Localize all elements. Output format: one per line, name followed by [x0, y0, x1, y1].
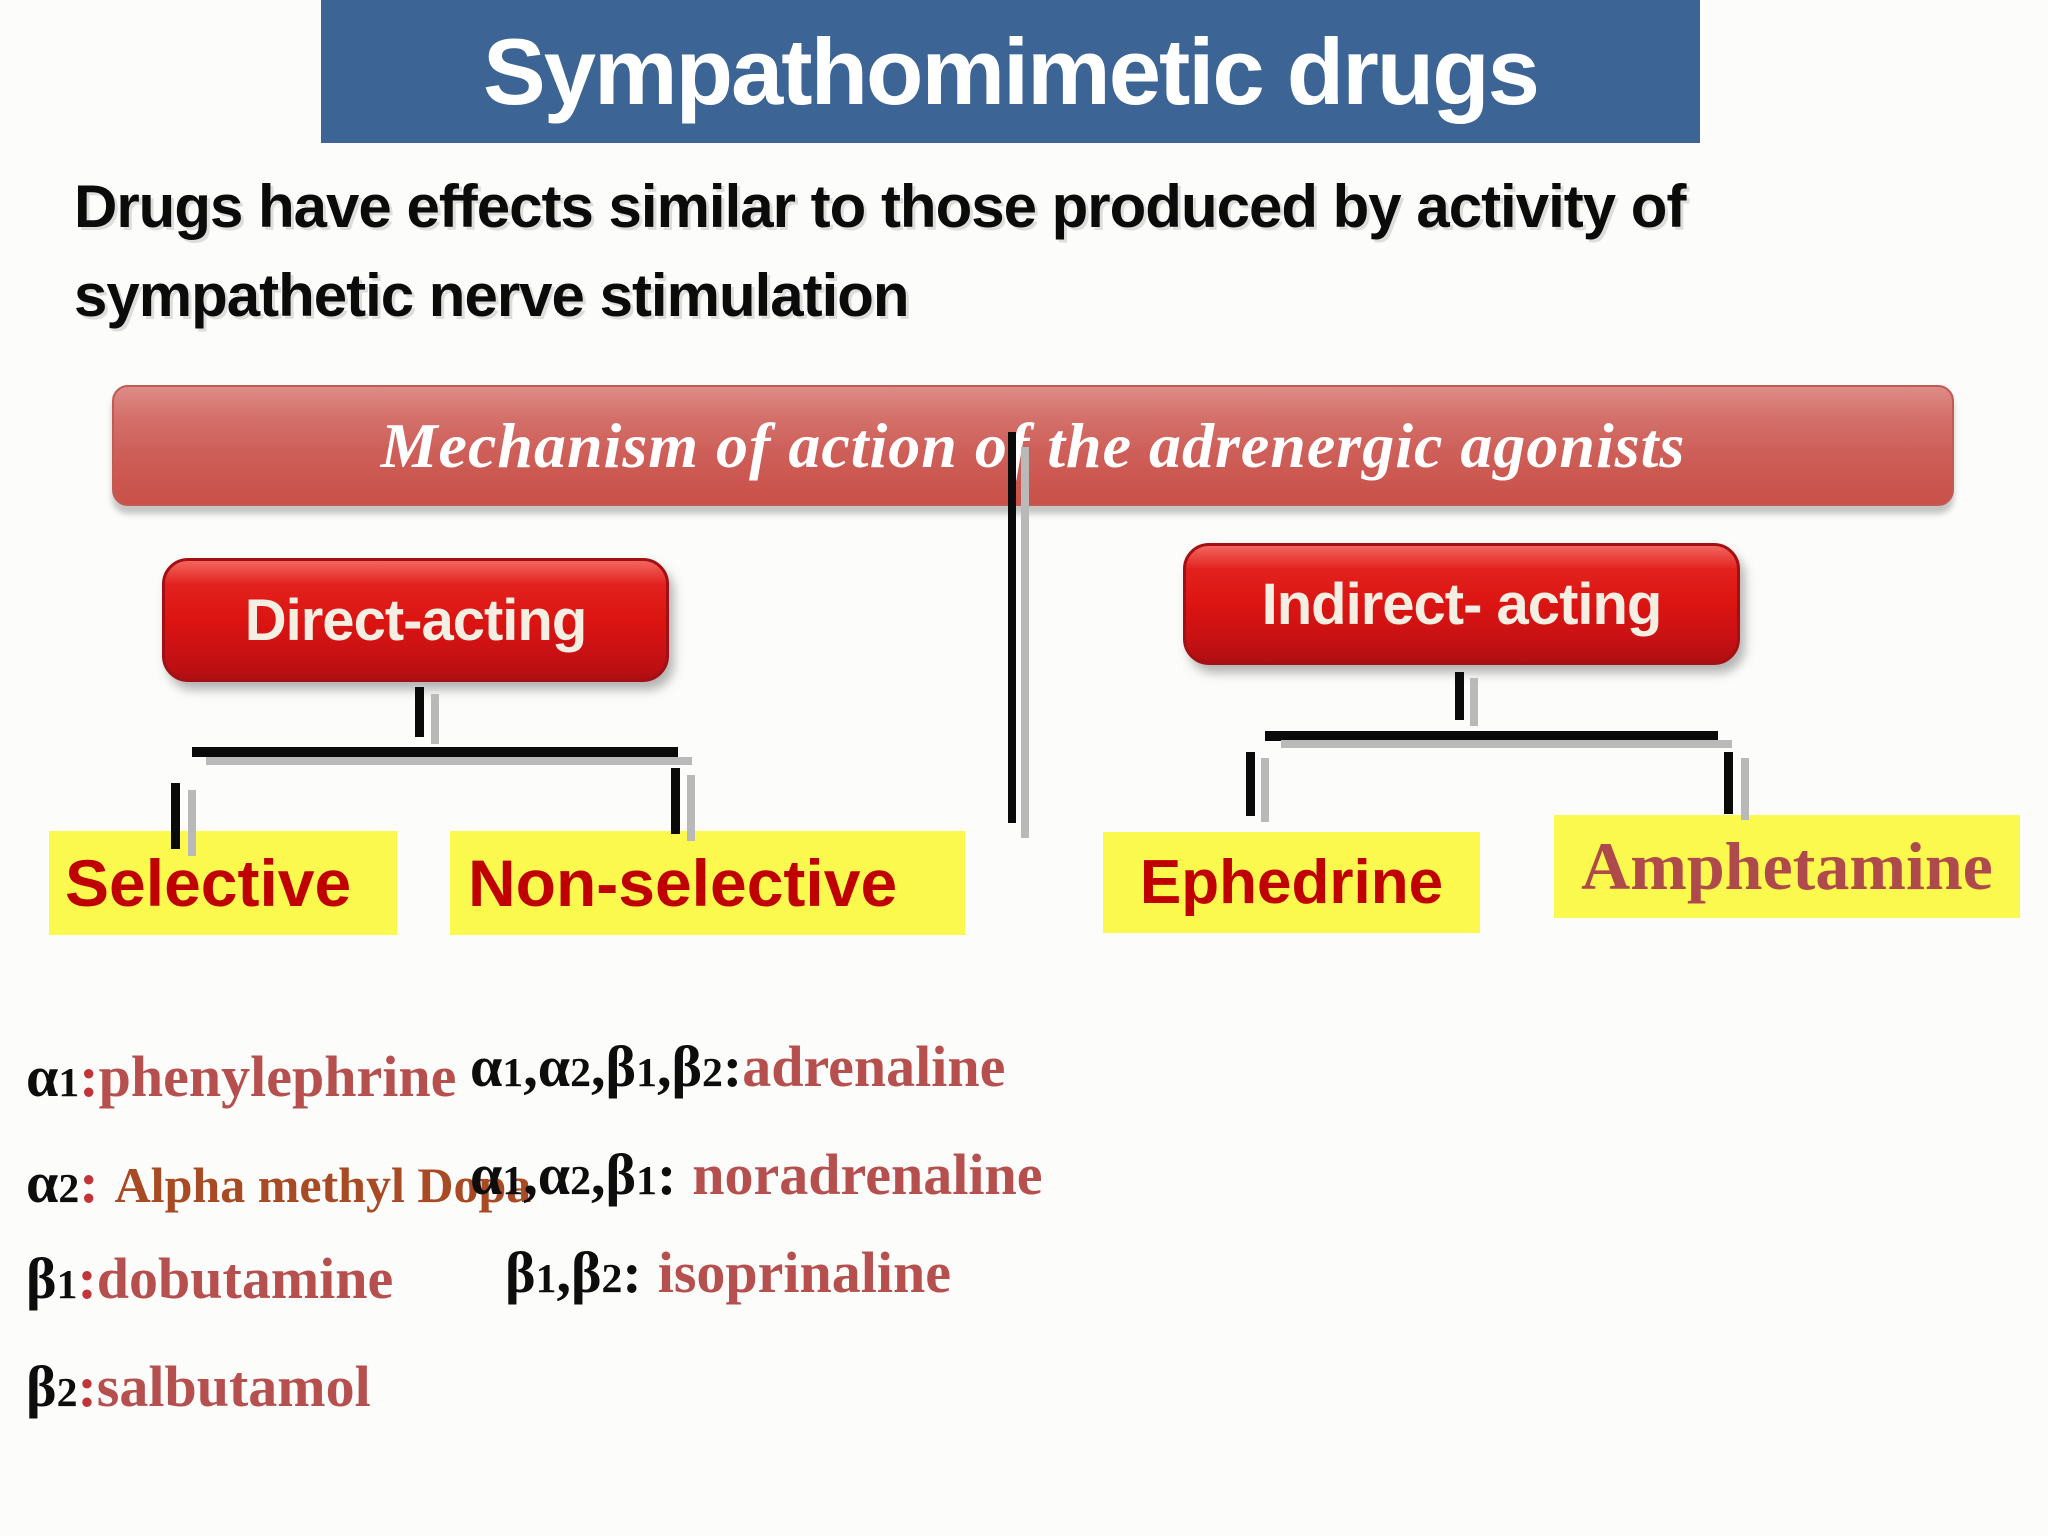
- receptor-alpha1: α1: [26, 1044, 80, 1109]
- non-selective-label: Non-selective: [450, 831, 965, 935]
- center-divider-shadow: [1021, 447, 1029, 838]
- list-item-alpha1: α1:phenylephrine: [26, 1046, 456, 1114]
- amphetamine-label: Amphetamine: [1554, 815, 2020, 918]
- receptor-a1a2b1b2: α1,α2,β1,β2: [470, 1034, 723, 1099]
- direct-stem-line: [415, 687, 424, 737]
- direct-acting-box: Direct-acting: [162, 558, 669, 682]
- ephedrine-text: Ephedrine: [1139, 848, 1444, 917]
- drug-isoprinaline: isoprinaline: [657, 1240, 951, 1305]
- colon: :: [722, 1034, 743, 1099]
- indirect-right-drop-line: [1724, 752, 1733, 814]
- colon: :: [622, 1240, 642, 1305]
- amphetamine-text: Amphetamine: [1581, 828, 1993, 904]
- direct-crossbar-line: [192, 747, 678, 757]
- colon: :: [77, 1354, 97, 1419]
- direct-right-drop-line: [671, 768, 680, 834]
- mechanism-banner-label: Mechanism of action of the adrenergic ag…: [380, 409, 1686, 481]
- list-item-beta2: β2:salbutamol: [26, 1356, 371, 1424]
- intro-paragraph: Drugs have effects similar to those prod…: [74, 162, 1686, 340]
- indirect-crossbar-shadow: [1281, 740, 1732, 748]
- drug-phenylephrine: phenylephrine: [98, 1044, 457, 1109]
- receptor-alpha2: α2: [26, 1150, 80, 1215]
- direct-crossbar-shadow: [206, 757, 692, 765]
- direct-right-drop-shadow: [687, 775, 695, 841]
- list-item-b1b2: β1,β2:isoprinaline: [505, 1242, 951, 1310]
- intro-line-2: sympathetic nerve stimulation: [74, 262, 910, 329]
- indirect-stem-shadow: [1470, 678, 1478, 726]
- drug-salbutamol: salbutamol: [96, 1354, 371, 1419]
- receptor-a1a2b1: α1,α2,β1: [470, 1142, 657, 1207]
- direct-left-drop-shadow: [188, 790, 196, 856]
- non-selective-text: Non-selective: [468, 846, 898, 920]
- slide-title: Sympathomimetic drugs: [483, 18, 1540, 124]
- list-item-a1a2b1: α1,α2,β1:noradrenaline: [470, 1144, 1042, 1212]
- receptor-beta2: β2: [26, 1354, 78, 1419]
- drug-noradrenaline: noradrenaline: [692, 1142, 1043, 1207]
- indirect-acting-label: Indirect- acting: [1261, 571, 1663, 637]
- selective-label: Selective: [49, 831, 397, 935]
- colon: :: [79, 1044, 99, 1109]
- indirect-left-drop-line: [1246, 752, 1255, 816]
- mechanism-banner: Mechanism of action of the adrenergic ag…: [112, 385, 1954, 506]
- title-banner: Sympathomimetic drugs: [321, 0, 1700, 143]
- direct-acting-label: Direct-acting: [244, 587, 588, 653]
- colon: :: [77, 1246, 97, 1311]
- indirect-acting-box: Indirect- acting: [1183, 543, 1740, 665]
- drug-adrenaline: adrenaline: [742, 1034, 1006, 1099]
- colon: :: [656, 1142, 677, 1207]
- drug-alpha-methyl-dopa: Alpha methyl Dopa: [114, 1157, 532, 1213]
- list-item-all-receptors: α1,α2,β1,β2:adrenaline: [470, 1036, 1005, 1104]
- indirect-left-drop-shadow: [1261, 758, 1269, 822]
- intro-line-1: Drugs have effects similar to those prod…: [74, 173, 1686, 240]
- direct-stem-shadow: [431, 694, 439, 744]
- list-item-alpha2: α2: Alpha methyl Dopa: [26, 1152, 531, 1220]
- ephedrine-label: Ephedrine: [1103, 832, 1480, 933]
- selective-text: Selective: [65, 846, 352, 920]
- receptor-beta1: β1: [26, 1246, 78, 1311]
- center-divider-line: [1008, 432, 1016, 823]
- indirect-crossbar-line: [1265, 731, 1718, 741]
- colon: :: [79, 1150, 99, 1215]
- direct-left-drop-line: [171, 783, 180, 849]
- receptor-b1b2: β1,β2: [505, 1240, 623, 1305]
- drug-dobutamine: dobutamine: [96, 1246, 394, 1311]
- indirect-stem-line: [1455, 672, 1464, 720]
- list-item-beta1: β1:dobutamine: [26, 1248, 393, 1316]
- indirect-right-drop-shadow: [1741, 758, 1749, 820]
